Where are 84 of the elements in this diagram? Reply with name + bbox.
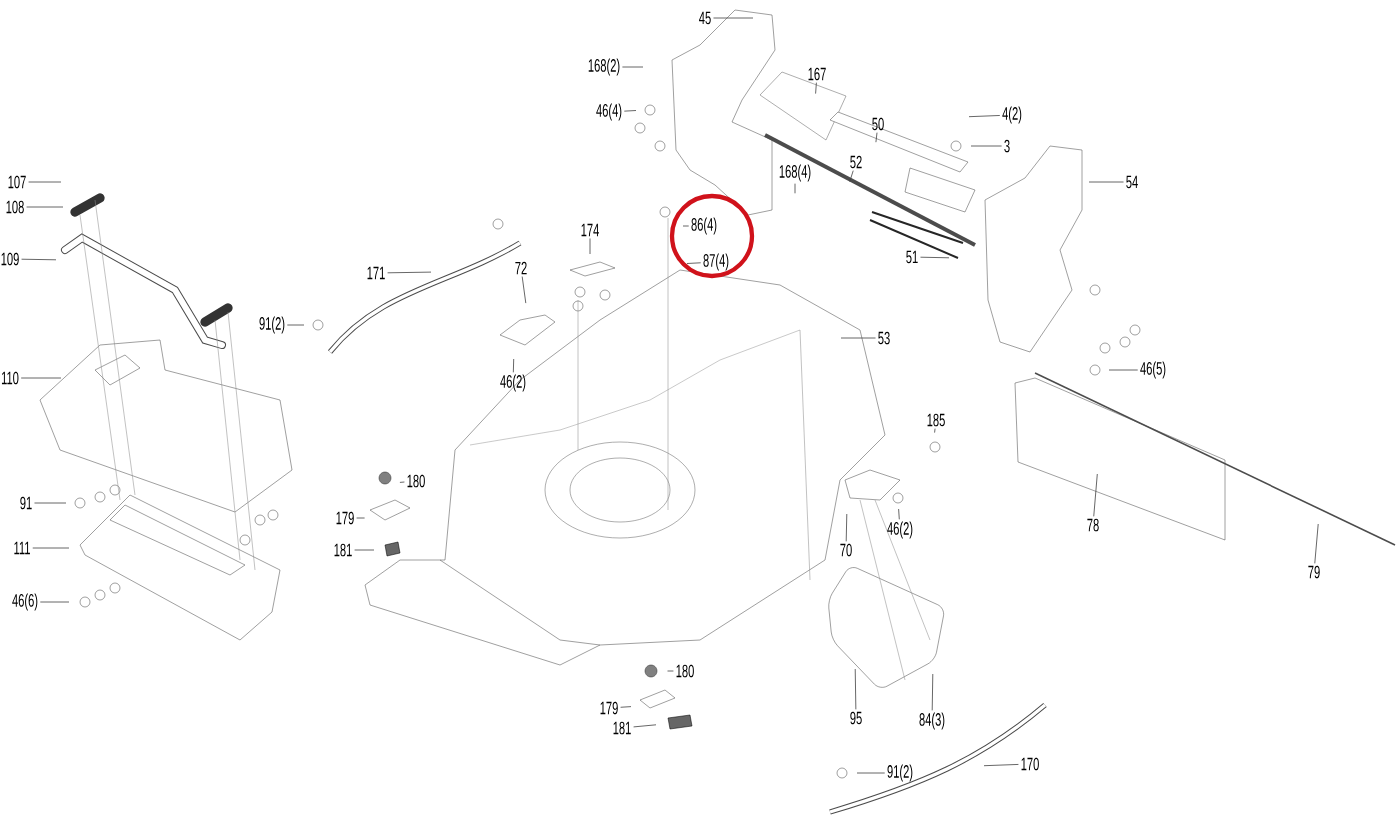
callout-number: 110	[1, 371, 19, 385]
callout-number: 179	[600, 701, 618, 715]
callout-number: 72	[515, 261, 527, 275]
leader-line	[1088, 181, 1124, 183]
leader-line	[815, 82, 817, 94]
callout-number: 180	[407, 474, 425, 488]
callout-number: 50	[872, 117, 884, 131]
callout-number: 54	[1126, 175, 1138, 189]
callout-number: 46(2)	[500, 374, 526, 392]
callout-number: 170	[1021, 757, 1039, 771]
leader-line	[354, 549, 375, 551]
leader-line	[1108, 369, 1139, 371]
leader-line	[26, 206, 64, 208]
leader-line	[32, 547, 70, 549]
callout-number: 78	[1087, 518, 1099, 532]
callout-number: 46(4)	[596, 103, 622, 121]
leader-line	[512, 358, 515, 373]
callout-number: 46(6)	[12, 593, 38, 611]
callout-number: 91(2)	[259, 316, 285, 334]
leader-line	[667, 670, 674, 672]
leader-line	[589, 238, 591, 255]
callout-number: 181	[613, 721, 631, 735]
leader-line	[875, 132, 878, 143]
leader-line	[856, 772, 886, 774]
leader-line	[854, 668, 857, 710]
callout-number: 167	[808, 67, 826, 81]
leader-line	[682, 225, 690, 227]
callout-number: 179	[336, 511, 354, 525]
callout-number: 3	[1004, 139, 1010, 153]
leader-line	[983, 764, 1019, 767]
callout-number: 84(3)	[919, 712, 945, 730]
leader-line	[686, 262, 702, 264]
callout-number: 45	[699, 11, 711, 25]
leader-line	[898, 508, 900, 520]
leader-line	[920, 256, 950, 259]
callout-number: 87(4)	[703, 253, 729, 271]
leader-line	[1314, 523, 1319, 564]
callout-number: 52	[850, 155, 862, 169]
leader-line	[356, 517, 365, 519]
callout-number: 185	[927, 413, 945, 427]
callout-number: 79	[1308, 565, 1320, 579]
leader-line	[34, 502, 67, 504]
leader-line	[623, 110, 637, 112]
leader-line	[840, 337, 876, 339]
callout-number: 168(4)	[779, 164, 811, 182]
callout-number: 171	[367, 266, 385, 280]
callout-number: 53	[878, 331, 890, 345]
leader-line	[21, 258, 57, 261]
leader-line	[521, 276, 527, 304]
leader-line	[845, 513, 848, 542]
leader-line	[931, 673, 934, 711]
callout-number: 86(4)	[691, 217, 717, 235]
leader-line	[387, 271, 432, 274]
callout-number: 180	[676, 664, 694, 678]
callout-number: 4(2)	[1002, 106, 1022, 124]
callout-number: 91(2)	[887, 764, 913, 782]
callout-number: 91	[20, 496, 32, 510]
leader-line	[39, 601, 70, 603]
leader-line	[1093, 473, 1098, 517]
callout-number: 168(2)	[588, 58, 620, 76]
leader-line	[622, 66, 644, 68]
leader-line	[794, 183, 796, 194]
callout-number: 95	[850, 711, 862, 725]
callout-number: 46(5)	[1140, 361, 1166, 379]
leader-line	[633, 724, 657, 728]
callout-number: 107	[8, 175, 26, 189]
callout-number: 109	[1, 252, 19, 266]
leader-line	[849, 170, 854, 182]
leader-line	[934, 428, 936, 433]
callout-number: 181	[334, 543, 352, 557]
leader-line	[20, 377, 62, 379]
callout-number: 46(2)	[887, 521, 913, 539]
callout-number: 111	[14, 541, 30, 555]
leader-line	[620, 706, 632, 708]
callout-number: 51	[906, 250, 918, 264]
leader-line	[399, 481, 405, 483]
leader-line	[28, 181, 62, 183]
leader-line	[968, 115, 1001, 118]
leader-line	[970, 145, 1003, 147]
callout-number: 70	[840, 543, 852, 557]
callout-number: 108	[6, 200, 24, 214]
callout-number: 174	[581, 223, 599, 237]
leader-line	[286, 324, 305, 326]
leader-line	[713, 17, 754, 19]
